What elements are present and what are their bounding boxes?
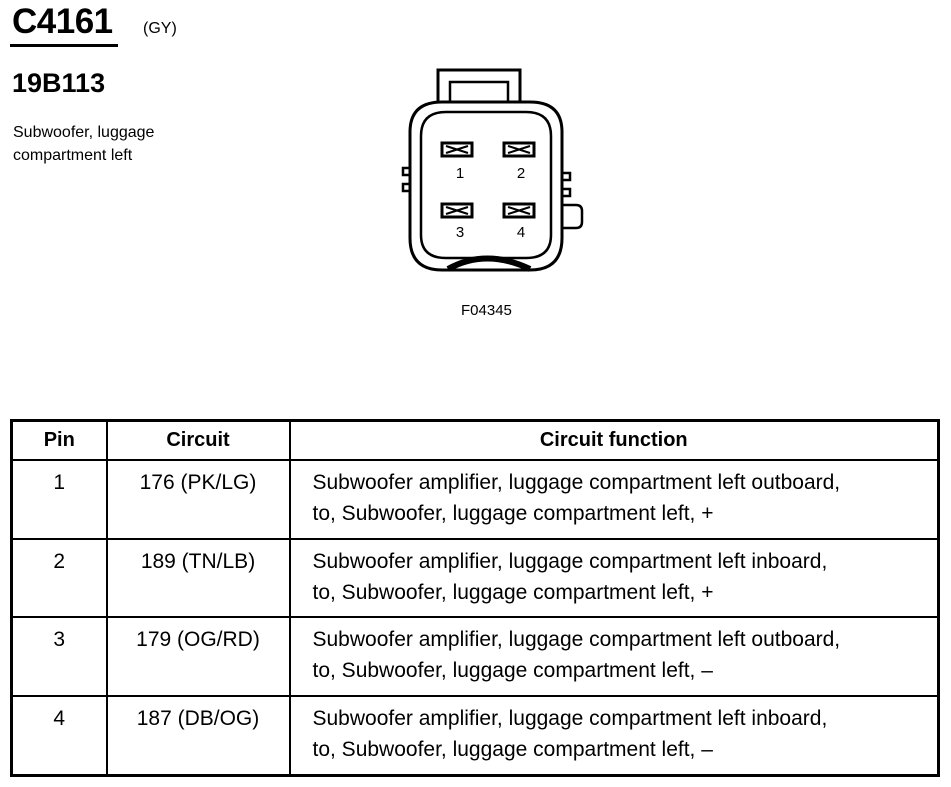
pin-header: Pin — [10, 419, 108, 461]
circuit-header: Circuit — [105, 419, 291, 461]
circuit-cell: 179 (OG/RD) — [105, 616, 291, 698]
pin-table: Pin Circuit Circuit function 1 176 (PK/L… — [10, 419, 940, 777]
pin-cell: 4 — [10, 695, 108, 777]
connector-face-diagram: 1 2 3 4 — [401, 68, 584, 272]
figure-id: F04345 — [461, 302, 512, 319]
description: Subwoofer, luggage compartment left — [13, 121, 154, 167]
function-line: Subwoofer amplifier, luggage compartment… — [312, 549, 828, 573]
table-row: 2 189 (TN/LB) Subwoofer amplifier, lugga… — [10, 537, 940, 619]
color-code: (GY) — [143, 20, 177, 37]
description-line: compartment left — [13, 147, 133, 164]
pin-label: 1 — [456, 165, 464, 182]
connector-key — [562, 203, 584, 230]
pin-cell: 2 — [10, 537, 108, 619]
function-line: Subwoofer amplifier, luggage compartment… — [312, 471, 841, 494]
terminal-4-icon — [502, 202, 536, 219]
circuit-cell: 187 (DB/OG) — [105, 695, 291, 777]
terminal-3-icon — [440, 202, 474, 219]
function-line: to, Subwoofer, luggage compartment left,… — [312, 738, 713, 762]
pin-cell: 1 — [10, 459, 108, 540]
function-line: to, Subwoofer, luggage compartment left,… — [312, 502, 714, 525]
function-line: Subwoofer amplifier, luggage compartment… — [312, 707, 828, 731]
connector-right-notch — [562, 171, 572, 198]
function-cell: Subwoofer amplifier, luggage compartment… — [288, 616, 940, 698]
terminal-2-icon — [502, 141, 536, 158]
table-row: 1 176 (PK/LG) Subwoofer amplifier, lugga… — [10, 459, 940, 540]
circuit-cell: 176 (PK/LG) — [105, 459, 291, 540]
function-cell: Subwoofer amplifier, luggage compartment… — [288, 537, 940, 619]
table-row: 4 187 (DB/OG) Subwoofer amplifier, lugga… — [10, 695, 940, 777]
pin-label: 4 — [517, 224, 525, 241]
connector-bottom-arc — [446, 255, 532, 272]
function-line: to, Subwoofer, luggage compartment left,… — [312, 580, 714, 604]
description-line: Subwoofer, luggage — [13, 124, 155, 141]
function-line: Subwoofer amplifier, luggage compartment… — [312, 628, 841, 652]
pin-label: 2 — [517, 165, 525, 182]
connector-id-underline — [10, 44, 118, 47]
terminal-1-icon — [440, 141, 474, 158]
circuit-cell: 189 (TN/LB) — [105, 537, 291, 619]
function-cell: Subwoofer amplifier, luggage compartment… — [288, 459, 940, 540]
table-row: 3 179 (OG/RD) Subwoofer amplifier, lugga… — [10, 616, 940, 698]
connector-id: C4161 — [12, 2, 113, 41]
function-header: Circuit function — [288, 419, 940, 461]
connector-left-notch — [401, 166, 410, 193]
connector-housing-outer — [408, 100, 564, 272]
function-cell: Subwoofer amplifier, luggage compartment… — [288, 695, 940, 777]
part-number: 19B113 — [12, 68, 106, 98]
connector-latch — [436, 68, 522, 102]
pin-cell: 3 — [10, 616, 108, 698]
connector-latch-inner — [448, 80, 510, 102]
pin-label: 3 — [456, 224, 464, 241]
connector-housing-inner — [419, 110, 553, 260]
function-line: to, Subwoofer, luggage compartment left,… — [312, 659, 713, 683]
table-header-row: Pin Circuit Circuit function — [10, 419, 940, 461]
